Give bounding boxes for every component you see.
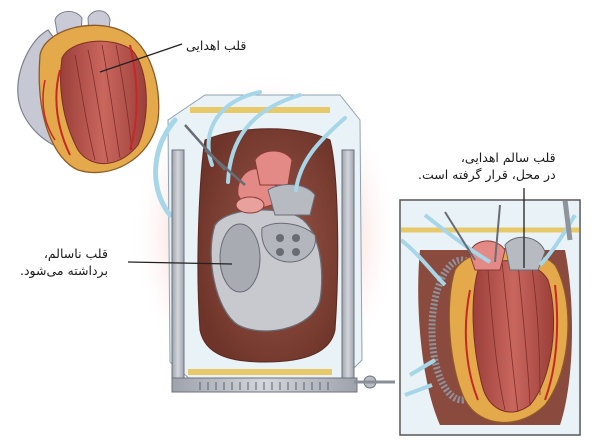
diseased-heart-label-line1: قلب ناسالم، <box>43 246 108 261</box>
diseased-heart-label: قلب ناسالم، برداشته می‌شود. <box>20 245 108 279</box>
surgical-field-drawing <box>153 90 363 393</box>
inset-panel <box>399 199 581 436</box>
donor-heart-label: قلب اهدایی <box>186 37 246 54</box>
healthy-donor-heart-label: قلب سالم اهدایی، در محل، قرار گرفته است. <box>418 149 556 183</box>
donor-heart-leader-line <box>99 43 183 73</box>
diseased-heart-leader-line <box>127 261 233 265</box>
donor-heart-drawing <box>17 10 160 174</box>
retractor-frame <box>171 149 395 393</box>
healthy-donor-heart-label-line2: در محل، قرار گرفته است. <box>418 167 556 182</box>
healthy-donor-heart-label-line1: قلب سالم اهدایی، <box>460 150 556 165</box>
diseased-heart-label-line2: برداشته می‌شود. <box>20 263 108 278</box>
donor-heart-label-text: قلب اهدایی <box>186 38 247 53</box>
